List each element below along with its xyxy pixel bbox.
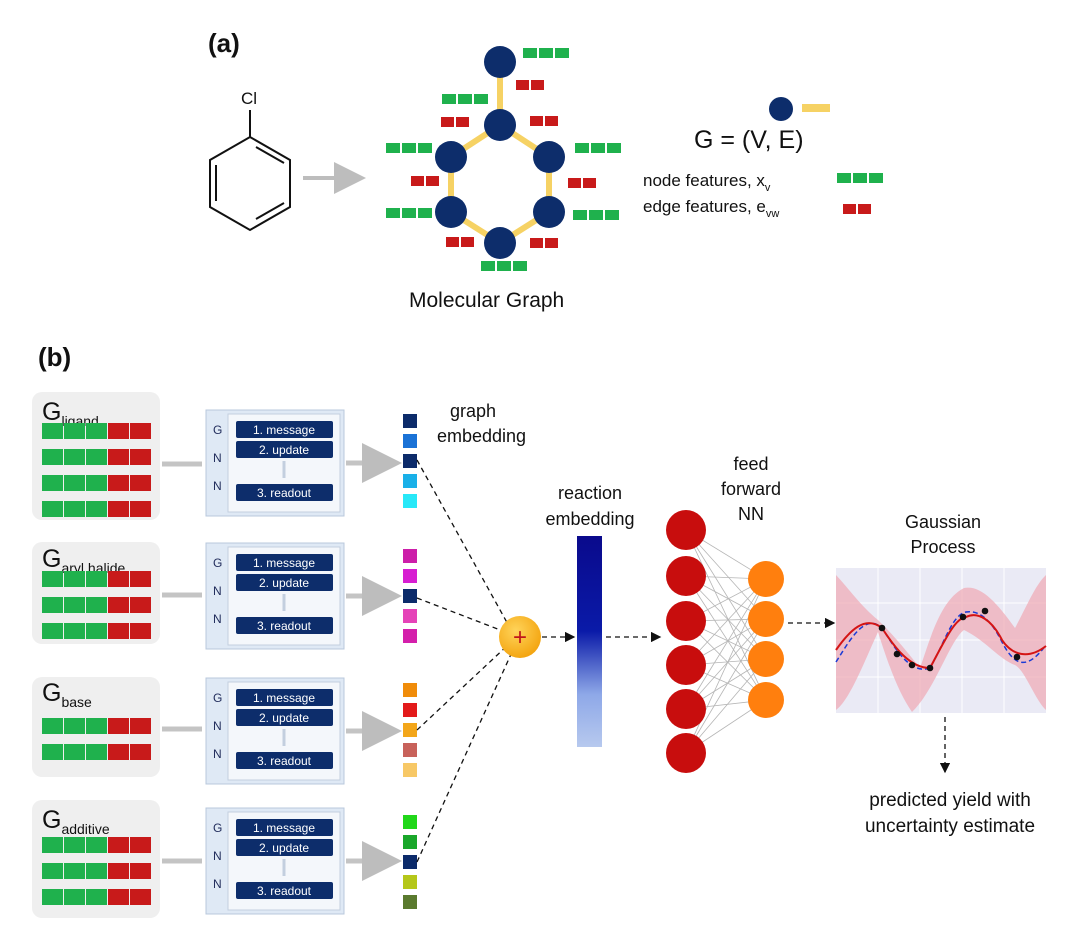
nn-input-neuron [666,733,706,773]
gnn-letter: N [213,849,222,863]
graph-embedding-vector [403,815,417,909]
gnn-step-label: 1. message [253,691,315,705]
reaction-embedding-label-1: reaction [558,483,622,503]
molecular-graph-caption: Molecular Graph [409,289,564,312]
graph-embeddings [403,414,417,909]
nn-hidden-neuron [748,601,784,637]
node-feature-vector [575,143,621,153]
gnn-letter: N [213,612,222,626]
prediction-label-1: predicted yield with [869,790,1031,811]
feed-forward-network [666,510,784,773]
gnn-step-label: 3. readout [257,619,312,633]
gnn-step-label: 1. message [253,556,315,570]
molecular-graph [386,46,621,271]
node-feature-vector [523,48,569,58]
nn-input-neuron [666,601,706,641]
panel-b-label: (b) [38,342,71,372]
aggregate-plus-node [499,616,541,658]
edge-feature-vector [516,80,544,90]
ffnn-label-2: forward [721,479,781,499]
gnn-step-label: 2. update [259,443,309,457]
gnn-letter: G [213,423,222,437]
panel-a-label: (a) [208,28,240,58]
gnn-letter: G [213,691,222,705]
ffnn-label-1: feed [733,454,768,474]
plus-symbol: + [513,624,527,651]
graph-embedding-vector [403,549,417,643]
node-feature-vector [442,94,488,104]
gnn-step-label: 2. update [259,841,309,855]
edge-legend-icon [802,104,830,112]
gnn-letter: N [213,719,222,733]
gnn-letter: N [213,451,222,465]
gnn-letter: N [213,479,222,493]
node-features-swatch [837,173,883,183]
gaussian-process-plot [835,568,1047,713]
node-legend-icon [769,97,793,121]
gp-label-2: Process [910,537,975,557]
prediction-label-2: uncertainty estimate [865,816,1035,837]
input-graph-label: Gadditive [42,806,110,837]
gnn-step-label: 2. update [259,711,309,725]
gnn-letter: G [213,556,222,570]
edge-feature-vector [446,237,474,247]
node-feature-vector [573,210,619,220]
gnn-step-label: 1. message [253,821,315,835]
gnn-step-label: 3. readout [257,486,312,500]
nn-input-neuron [666,689,706,729]
gnn-letter: N [213,747,222,761]
edge-feature-vector [530,116,558,126]
reaction-embedding-bar [577,536,602,747]
nn-hidden-neuron [748,682,784,718]
node-feature-vector [481,261,527,271]
chlorobenzene-structure [209,110,291,232]
gp-label-1: Gaussian [905,512,981,532]
edge-feature-vector [530,238,558,248]
gnn-step-label: 1. message [253,423,315,437]
gnn-step-label: 3. readout [257,884,312,898]
graph-embedding-vector [403,414,417,508]
gnn-letter: N [213,584,222,598]
graph-embedding-label-1: graph [450,401,496,421]
graph-embedding-label-2: embedding [437,426,526,446]
nn-hidden-neuron [748,561,784,597]
edge-features-label: edge features, evw [643,197,779,220]
edge-feature-vector [411,176,439,186]
input-graph-card: Garyl halide [32,542,160,644]
node-features-label: node features, xv [643,171,771,194]
reaction-embedding-label-2: embedding [545,509,634,529]
edge-feature-vector [568,178,596,188]
graph-equation: G = (V, E) [694,126,804,154]
ffnn-label-3: NN [738,504,764,524]
edge-feature-vector [441,117,469,127]
node-feature-vector [386,208,432,218]
input-graph-card: Gligand [32,392,160,520]
input-graph-label: Gbase [42,679,92,710]
graph-embedding-vector [403,683,417,777]
gnn-letter: G [213,821,222,835]
node-feature-vector [386,143,432,153]
input-graph-card: Gadditive [32,800,160,918]
nn-input-neuron [666,510,706,550]
edge-features-swatch [843,204,871,214]
gnn-step-label: 2. update [259,576,309,590]
gnn-step-label: 3. readout [257,754,312,768]
chlorine-label: Cl [241,89,257,108]
input-graph-card: Gbase [32,677,160,777]
nn-hidden-neuron [748,641,784,677]
embedding-combine-lines [416,459,513,863]
gnn-letter: N [213,877,222,891]
nn-input-neuron [666,556,706,596]
nn-input-neuron [666,645,706,685]
